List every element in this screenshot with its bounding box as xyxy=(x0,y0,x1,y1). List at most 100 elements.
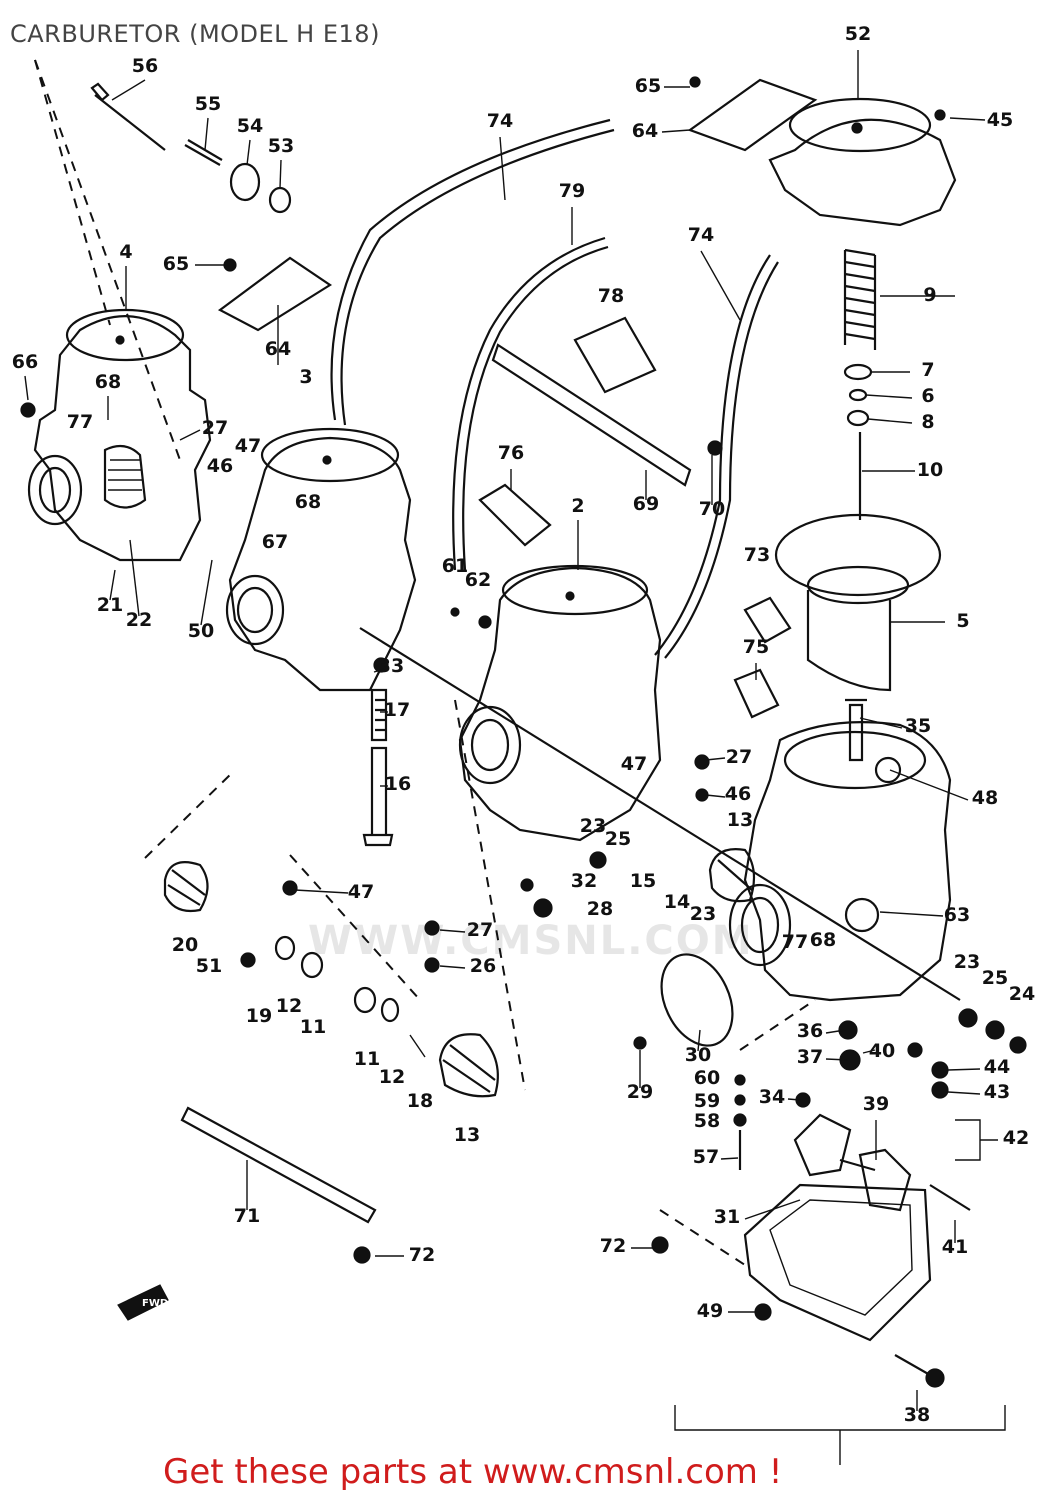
callout-46[interactable]: 46 xyxy=(207,455,233,477)
callout-68[interactable]: 68 xyxy=(95,371,121,393)
hose-74-left[interactable] xyxy=(330,118,611,421)
callout-14[interactable]: 14 xyxy=(664,891,690,913)
callout-65[interactable]: 65 xyxy=(635,75,661,97)
linkage-rod[interactable] xyxy=(359,627,961,1001)
callout-37[interactable]: 37 xyxy=(797,1046,823,1068)
callout-53[interactable]: 53 xyxy=(268,135,294,157)
callout-65[interactable]: 65 xyxy=(163,253,189,275)
callout-44[interactable]: 44 xyxy=(984,1056,1010,1078)
callout-25[interactable]: 25 xyxy=(605,828,631,850)
callout-26[interactable]: 26 xyxy=(470,955,496,977)
hose-79[interactable] xyxy=(452,236,606,571)
callout-59[interactable]: 59 xyxy=(694,1090,720,1112)
callout-78[interactable]: 78 xyxy=(598,285,624,307)
callout-30[interactable]: 30 xyxy=(685,1044,711,1066)
callout-10[interactable]: 10 xyxy=(917,459,943,481)
footer-link[interactable]: Get these parts at www.cmsnl.com ! xyxy=(163,1452,783,1492)
plate-64-top[interactable] xyxy=(687,78,818,152)
callout-43[interactable]: 43 xyxy=(984,1081,1010,1103)
callout-3[interactable]: 3 xyxy=(299,366,312,388)
callout-75[interactable]: 75 xyxy=(743,636,769,658)
callout-51[interactable]: 51 xyxy=(196,955,222,977)
callout-74[interactable]: 74 xyxy=(688,224,714,246)
spring-13-lower[interactable] xyxy=(438,1033,499,1098)
top-cap-52[interactable] xyxy=(768,97,957,227)
callout-23[interactable]: 23 xyxy=(580,815,606,837)
callout-36[interactable]: 36 xyxy=(797,1020,823,1042)
spring-20[interactable] xyxy=(163,861,209,913)
callout-47[interactable]: 47 xyxy=(348,881,374,903)
callout-62[interactable]: 62 xyxy=(465,569,491,591)
callout-21[interactable]: 21 xyxy=(97,594,123,616)
callout-13[interactable]: 13 xyxy=(454,1124,480,1146)
callout-45[interactable]: 45 xyxy=(987,109,1013,131)
bracket-71[interactable] xyxy=(180,1106,377,1224)
callout-25[interactable]: 25 xyxy=(982,967,1008,989)
callout-49[interactable]: 49 xyxy=(697,1300,723,1322)
diaphragm-piston-5[interactable] xyxy=(774,513,942,692)
callout-23[interactable]: 23 xyxy=(690,903,716,925)
callout-52[interactable]: 52 xyxy=(845,23,871,45)
callout-24[interactable]: 24 xyxy=(1009,983,1035,1005)
callout-47[interactable]: 47 xyxy=(621,753,647,775)
callout-35[interactable]: 35 xyxy=(905,715,931,737)
callout-22[interactable]: 22 xyxy=(126,609,152,631)
callout-41[interactable]: 41 xyxy=(942,1236,968,1258)
callout-15[interactable]: 15 xyxy=(630,870,656,892)
small-hardware[interactable] xyxy=(20,76,1027,1388)
hose-74-right[interactable] xyxy=(654,254,771,656)
callout-9[interactable]: 9 xyxy=(923,284,936,306)
callout-46[interactable]: 46 xyxy=(725,783,751,805)
callout-27[interactable]: 27 xyxy=(202,417,228,439)
callout-33[interactable]: 33 xyxy=(378,655,404,677)
callout-11[interactable]: 11 xyxy=(300,1016,326,1038)
spring-9[interactable] xyxy=(843,248,877,350)
callout-11[interactable]: 11 xyxy=(354,1048,380,1070)
plate-64-left[interactable] xyxy=(217,256,333,332)
float-bowl-31[interactable] xyxy=(743,1183,932,1342)
callout-58[interactable]: 58 xyxy=(694,1110,720,1132)
carburetor-body-right[interactable] xyxy=(728,721,952,1002)
carburetor-body-2[interactable] xyxy=(458,564,662,842)
callout-67[interactable]: 67 xyxy=(262,531,288,553)
callout-40[interactable]: 40 xyxy=(869,1040,895,1062)
callout-61[interactable]: 61 xyxy=(442,555,468,577)
callout-13[interactable]: 13 xyxy=(727,809,753,831)
joint-76[interactable] xyxy=(478,483,552,547)
callout-70[interactable]: 70 xyxy=(699,498,725,520)
callout-64[interactable]: 64 xyxy=(265,338,291,360)
callout-64[interactable]: 64 xyxy=(632,120,658,142)
screw-35[interactable] xyxy=(845,698,867,762)
callout-69[interactable]: 69 xyxy=(633,493,659,515)
callout-16[interactable]: 16 xyxy=(385,773,411,795)
callout-29[interactable]: 29 xyxy=(627,1081,653,1103)
float-39[interactable] xyxy=(793,1113,912,1212)
callout-74[interactable]: 74 xyxy=(487,110,513,132)
callout-50[interactable]: 50 xyxy=(188,620,214,642)
callout-18[interactable]: 18 xyxy=(407,1090,433,1112)
callout-31[interactable]: 31 xyxy=(714,1206,740,1228)
callout-66[interactable]: 66 xyxy=(12,351,38,373)
bracket-69[interactable] xyxy=(491,343,692,487)
callout-72[interactable]: 72 xyxy=(600,1235,626,1257)
callout-54[interactable]: 54 xyxy=(237,115,263,137)
callout-19[interactable]: 19 xyxy=(246,1005,272,1027)
hose-joint-78[interactable] xyxy=(573,316,657,394)
callout-27[interactable]: 27 xyxy=(726,746,752,768)
callout-77[interactable]: 77 xyxy=(782,931,808,953)
callout-42[interactable]: 42 xyxy=(1003,1127,1029,1149)
callout-71[interactable]: 71 xyxy=(234,1205,260,1227)
callout-32[interactable]: 32 xyxy=(571,870,597,892)
callout-76[interactable]: 76 xyxy=(498,442,524,464)
callout-6[interactable]: 6 xyxy=(921,385,934,407)
callout-4[interactable]: 4 xyxy=(119,241,132,263)
callout-12[interactable]: 12 xyxy=(379,1066,405,1088)
callout-55[interactable]: 55 xyxy=(195,93,221,115)
joint-75[interactable] xyxy=(733,668,780,719)
callout-57[interactable]: 57 xyxy=(693,1146,719,1168)
spring-13-upper[interactable] xyxy=(708,848,756,903)
callout-47[interactable]: 47 xyxy=(235,435,261,457)
callout-5[interactable]: 5 xyxy=(956,610,969,632)
callout-72[interactable]: 72 xyxy=(409,1244,435,1266)
callout-2[interactable]: 2 xyxy=(571,495,584,517)
